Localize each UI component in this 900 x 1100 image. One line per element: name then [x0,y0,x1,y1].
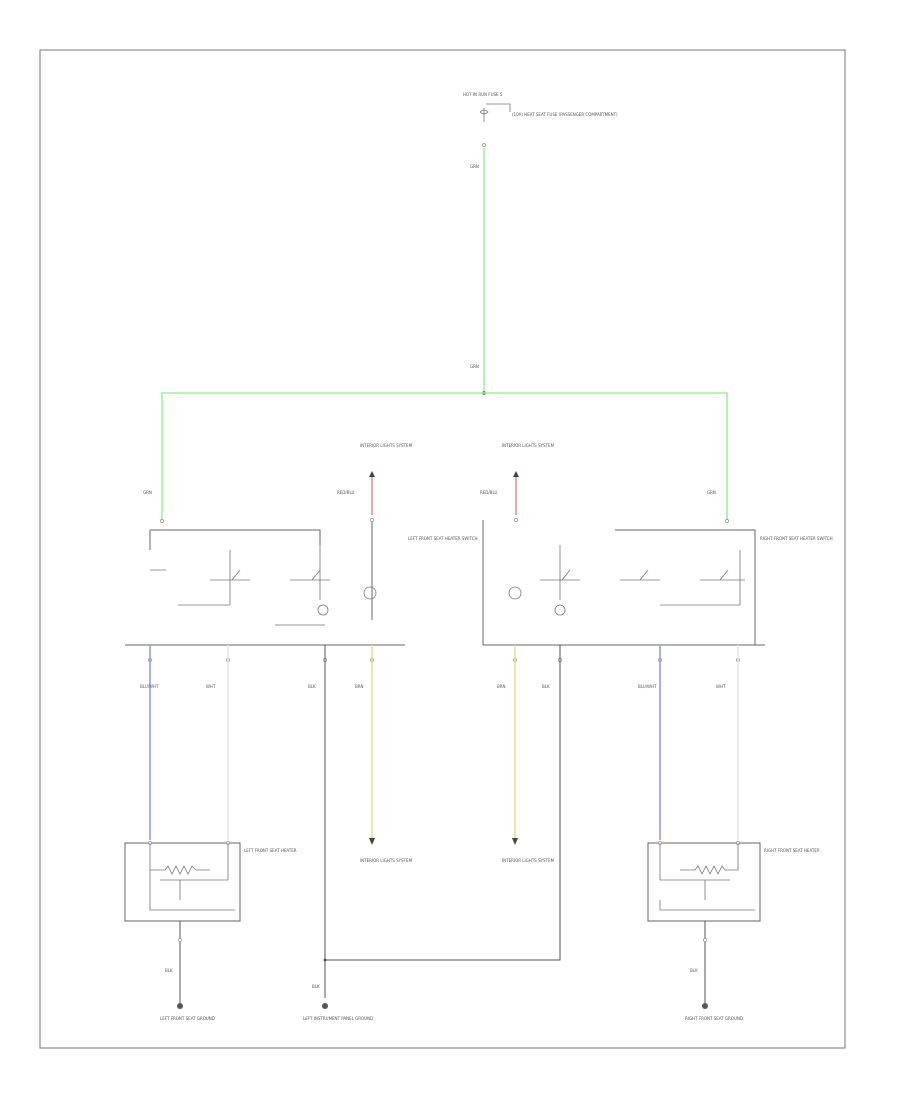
top-fuse-block: HOT IN RUN FUSE 5 (10A) HEAT SEAT FUSE (… [463,92,618,169]
left-ground-connector [178,938,182,942]
w4-label: BRN [355,684,364,689]
top-wire-label: GRN [470,164,479,169]
right-switch-name: RIGHT FRONT SEAT HEATER SWITCH [760,536,833,541]
right-switch-lamp-a [508,586,522,600]
ground-right-label: RIGHT FRONT SEAT GROUND [685,1016,743,1021]
w2-label: WHT [206,684,216,689]
g3-label: BLK [690,968,698,973]
center-ground-icon [322,1003,328,1009]
fuse-symbol [479,103,511,122]
center-wire-label: GRN [470,364,479,369]
g2-label: BLK [312,984,320,989]
right-illum-arrow [513,471,519,477]
left-heater-box [124,842,241,922]
left-heater-element [149,843,235,911]
right-illum-feed-label: INTERIOR LIGHTS SYSTEM [502,443,555,448]
w8-label: WHT [716,684,726,689]
left-switch-pin-top [160,519,164,523]
right-switch-contacts [540,545,745,606]
right-seat-heater-switch: RIGHT FRONT SEAT HEATER SWITCH [482,518,833,662]
left-ground-icon [177,1003,183,1009]
right-lights-label: INTERIOR LIGHTS SYSTEM [502,858,555,863]
right-switch-lamp-b [554,604,566,616]
left-lights-label: INTERIOR LIGHTS SYSTEM [360,858,413,863]
left-switch-outline [149,520,373,620]
w1-label: BLU/WHT [140,684,159,689]
ground-left-label: LEFT FRONT SEAT GROUND [160,1016,215,1021]
w5-label: BRN [497,684,506,689]
right-ground-connector [703,938,707,942]
left-wire-top-label: GRN [143,490,152,495]
left-heater-label: LEFT FRONT SEAT HEATER [244,848,297,853]
right-heater-label: RIGHT FRONT SEAT HEATER [764,848,820,853]
left-lights-arrow [369,838,375,845]
left-illum-feed: INTERIOR LIGHTS SYSTEM RED/BLU [337,443,413,515]
right-illum-feed: INTERIOR LIGHTS SYSTEM RED/BLU [480,443,555,515]
w7-label: BLU/WHT [638,684,657,689]
ground-center-label: LEFT INSTRUMENT PANEL GROUND [303,1016,373,1021]
left-illum-arrow [369,471,375,477]
right-switch-pin-top [725,519,729,523]
left-illum-pin [370,518,374,522]
left-switch-lamp-a [317,604,329,616]
left-switch-name: LEFT FRONT SEAT HEATER SWITCH [408,536,478,541]
w6-label: BLK [542,684,550,689]
right-illum-pin [514,518,518,522]
g1-label: BLK [165,968,173,973]
right-switch-outline [482,520,756,645]
center-splice [323,958,327,962]
left-switch-contacts [150,545,330,626]
fuse-connector [482,143,486,147]
right-illum-wire-label: RED/BLU [480,490,498,495]
right-ground-icon [702,1003,708,1009]
right-seat-heater: RIGHT FRONT SEAT HEATER [647,841,820,922]
wire-6 [325,645,561,961]
left-seat-heater: LEFT FRONT SEAT HEATER [124,841,297,922]
diagram-frame [39,49,846,1049]
left-illum-wire-label: RED/BLU [337,490,355,495]
top-fuse-note: (10A) HEAT SEAT FUSE (PASSENGER COMPARTM… [512,112,618,117]
left-switch-lamp-b [363,586,377,600]
green-bus-wire [161,392,728,520]
top-fuse-label: HOT IN RUN FUSE 5 [463,92,503,97]
w3-label: BLK [308,684,316,689]
right-wire-top-label: GRN [707,490,716,495]
right-heater-element [659,843,755,911]
left-seat-heater-switch: LEFT FRONT SEAT HEATER SWITCH [125,518,478,662]
left-illum-feed-label: INTERIOR LIGHTS SYSTEM [360,443,413,448]
right-heater-box [647,842,761,922]
right-lights-arrow [512,838,518,845]
